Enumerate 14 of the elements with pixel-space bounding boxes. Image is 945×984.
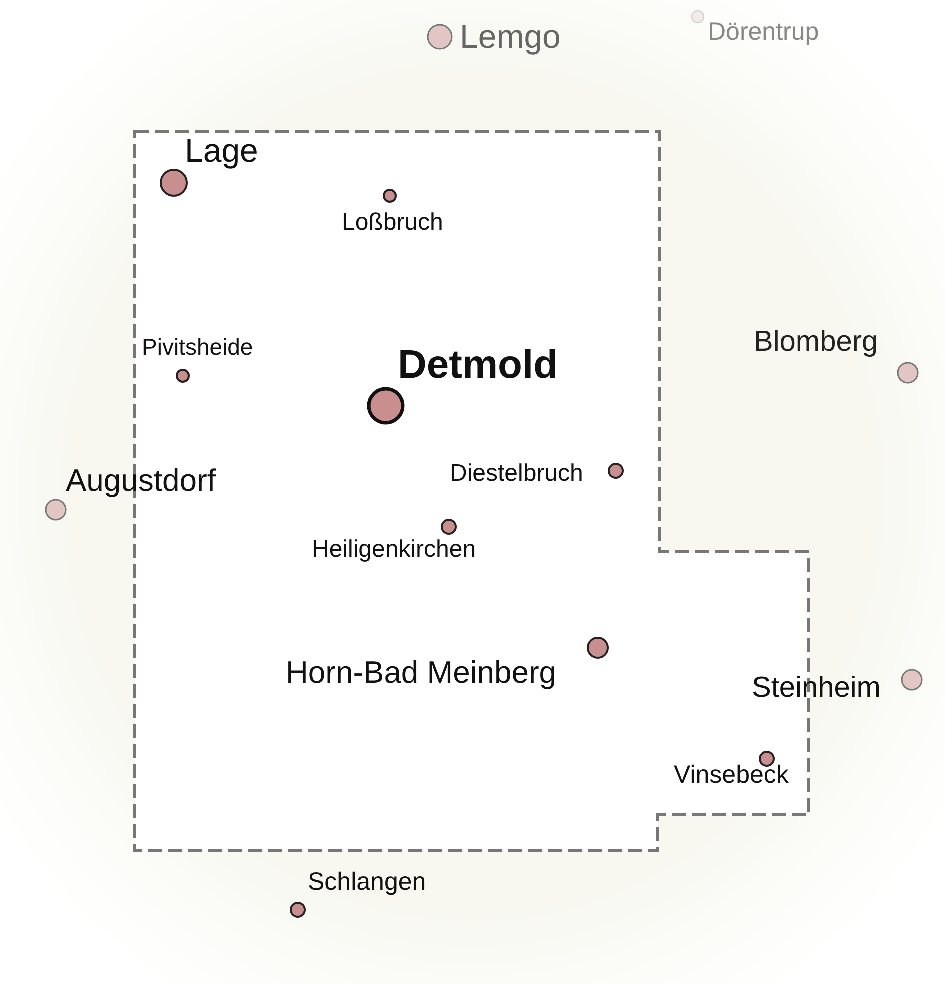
place-name: Horn-Bad Meinberg — [286, 657, 557, 688]
place-name: Lage — [185, 134, 258, 167]
place-name: Steinheim — [752, 674, 881, 703]
place-name: Loßbruch — [342, 211, 444, 235]
place-name: Vinsebeck — [674, 763, 789, 788]
place-name: Lemgo — [460, 20, 561, 53]
place-name: Pivitsheide — [142, 336, 254, 359]
place-name: Blomberg — [754, 328, 878, 357]
place-name: Dörentrup — [708, 20, 820, 45]
place-name: Schlangen — [308, 870, 426, 895]
place-name: Diestelbruch — [450, 462, 584, 486]
place-name: Heiligenkirchen — [312, 538, 476, 562]
place-name: Augustdorf — [66, 465, 216, 496]
place-name: Detmold — [398, 345, 558, 385]
